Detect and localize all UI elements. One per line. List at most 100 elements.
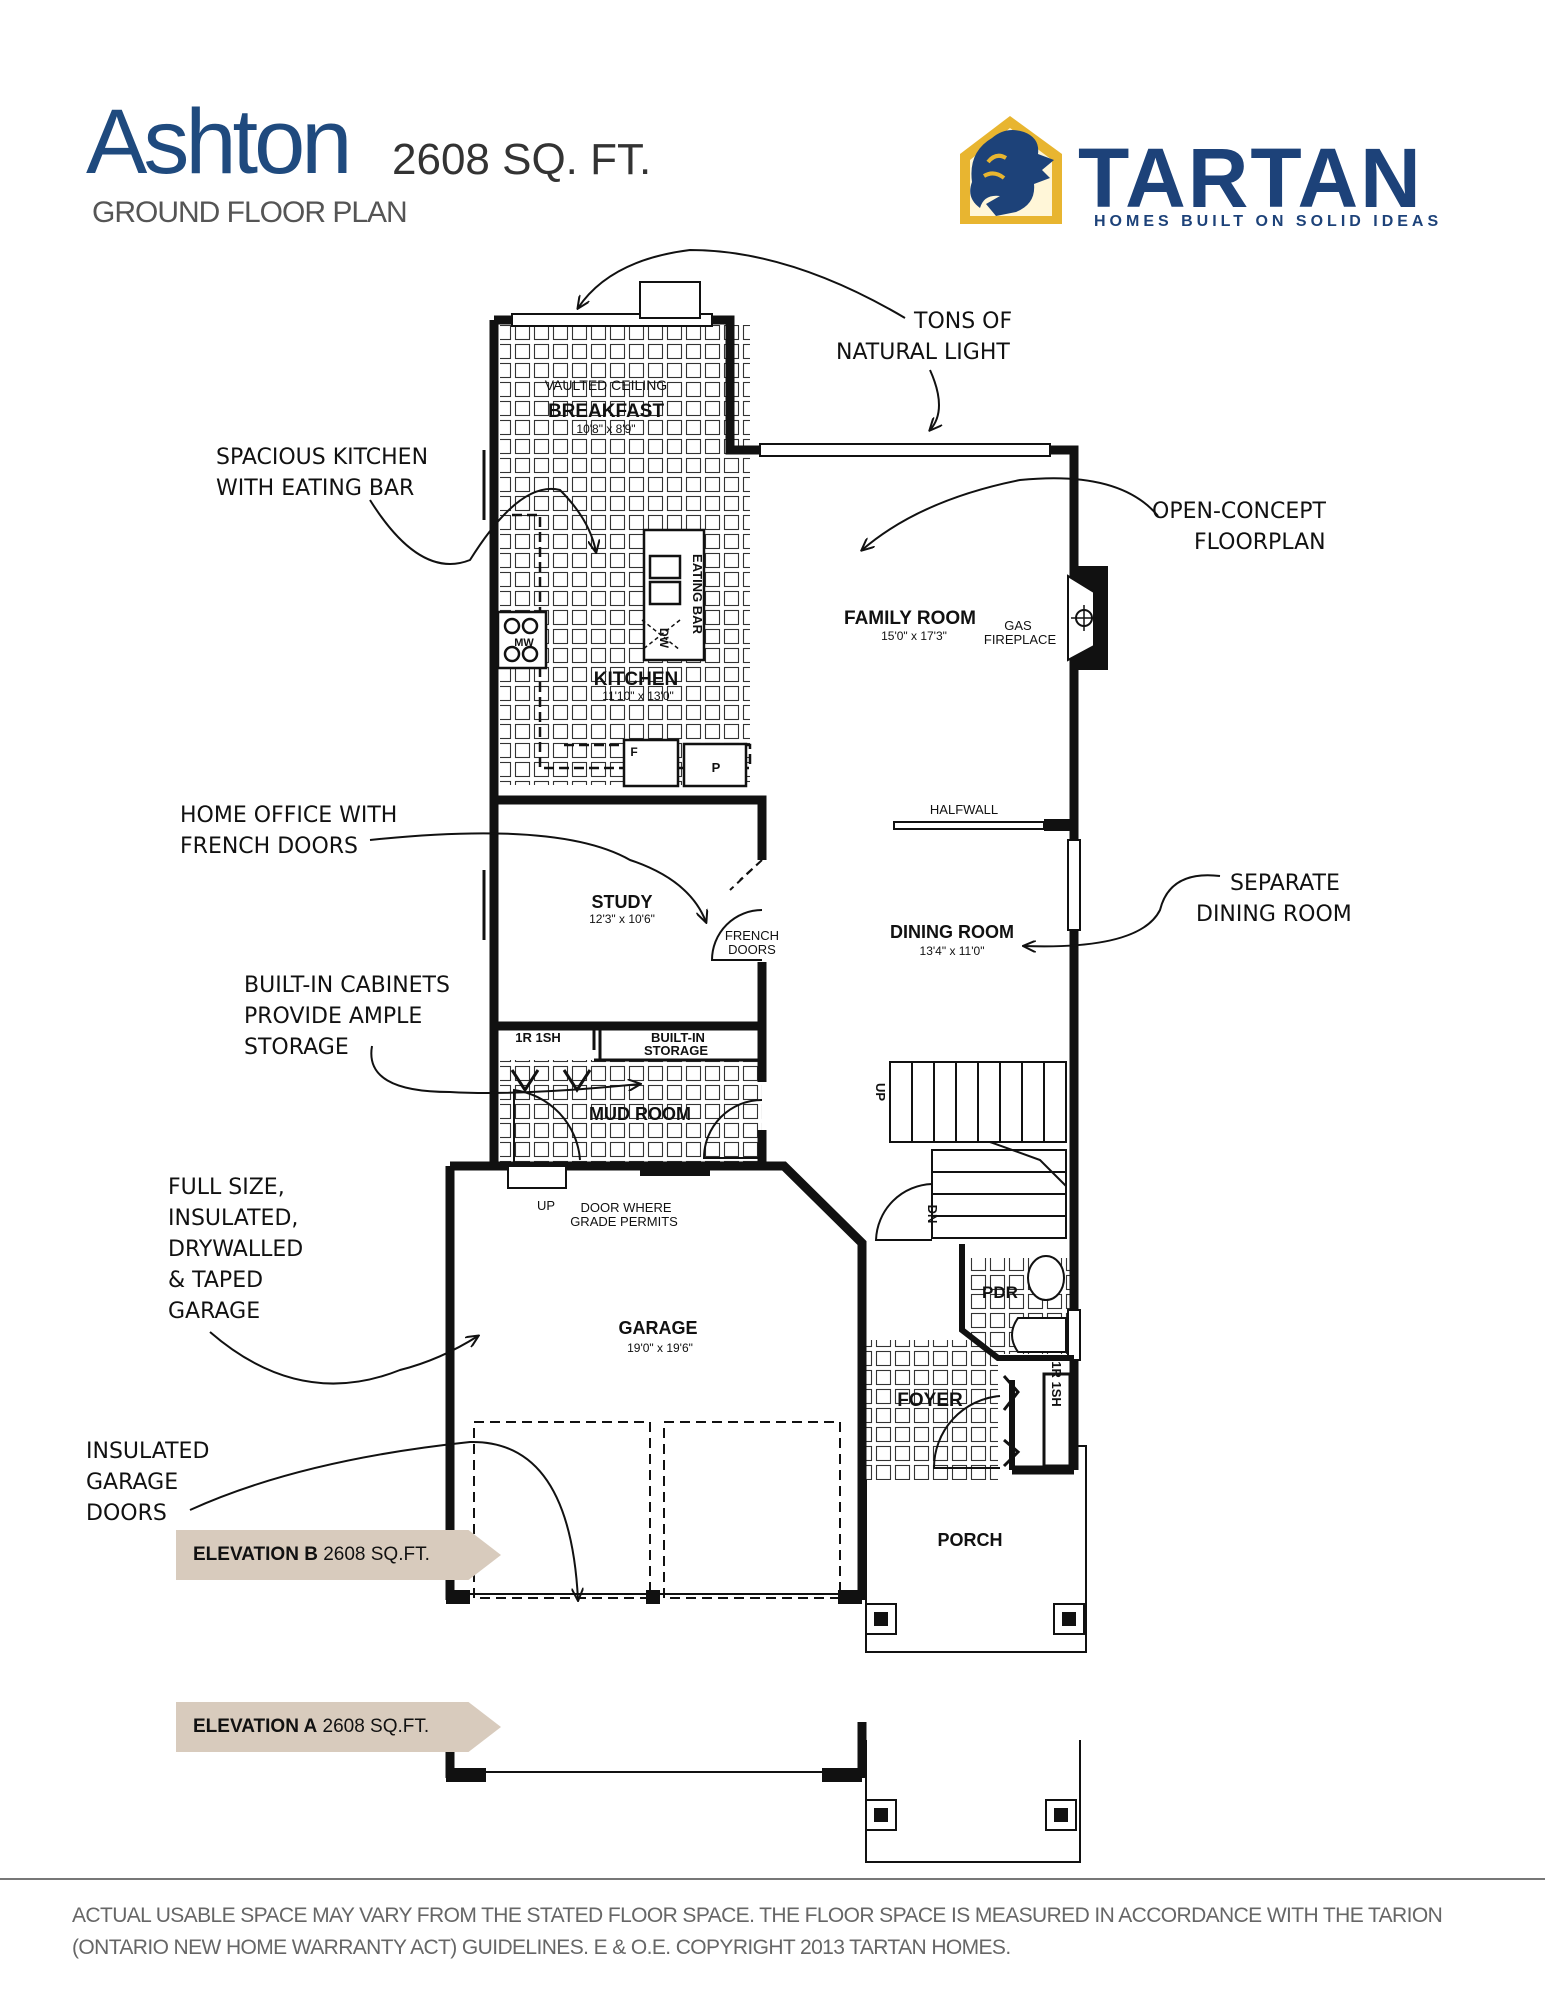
open-concept-arrow bbox=[862, 477, 1159, 550]
french-door-right bbox=[710, 909, 763, 961]
pdr-wall bbox=[959, 1244, 1074, 1361]
mudroom-door bbox=[702, 1099, 763, 1159]
garage-wall-north bbox=[450, 1161, 867, 1600]
callout-line: DINING ROOM bbox=[1196, 902, 1352, 927]
callout-garage-doors: INSULATED GARAGE DOORS bbox=[86, 1436, 209, 1529]
callout-line: INSULATED bbox=[86, 1439, 210, 1464]
breakfast-dims: 10'8" x 8'9" bbox=[576, 422, 635, 436]
callout-dining: SEPARATE DINING ROOM bbox=[1196, 868, 1352, 930]
elevation-b-label: ELEVATION B bbox=[193, 1544, 318, 1565]
eating-bar-label: EATING BAR bbox=[690, 554, 705, 635]
plan-area: 2608 SQ. FT. bbox=[392, 135, 652, 184]
light-arrow-2 bbox=[930, 369, 939, 430]
kitchen-dims: 11'10" x 13'0" bbox=[602, 689, 674, 703]
elevation-a-area: 2608 SQ.FT. bbox=[322, 1716, 430, 1737]
stairs-down-label: DN bbox=[925, 1205, 940, 1224]
fireplace-label-2: FIREPLACE bbox=[984, 632, 1057, 647]
closet-label-mud: 1R 1SH bbox=[515, 1030, 561, 1045]
mudroom-tile bbox=[500, 1060, 762, 1165]
callout-kitchen: SPACIOUS KITCHEN WITH EATING BAR bbox=[216, 442, 428, 504]
garage-doors-arrow bbox=[189, 1440, 578, 1600]
callout-line: SEPARATE bbox=[1230, 871, 1340, 896]
foyer-label: FOYER bbox=[897, 1390, 963, 1411]
callout-line: TONS OF bbox=[914, 309, 1013, 334]
callout-line: INSULATED, bbox=[168, 1206, 299, 1231]
foyer-tile bbox=[866, 1340, 998, 1480]
pdr-window bbox=[1067, 1309, 1081, 1361]
callout-line: SPACIOUS KITCHEN bbox=[216, 445, 429, 470]
garage-label: GARAGE bbox=[618, 1318, 697, 1338]
garage-entry-step bbox=[507, 1165, 567, 1189]
brand-tagline: HOMES BUILT ON SOLID IDEAS bbox=[1094, 213, 1443, 230]
elevation-a-outline bbox=[445, 1722, 1081, 1863]
grade-door-label-1: DOOR WHERE bbox=[581, 1200, 672, 1215]
garage-dims: 19'0" x 19'6" bbox=[627, 1341, 693, 1355]
toilet-icon bbox=[1027, 1255, 1065, 1301]
dining-arrow bbox=[1024, 874, 1221, 946]
study-label: STUDY bbox=[591, 892, 652, 912]
callout-line: HOME OFFICE WITH bbox=[180, 803, 398, 828]
callout-line: FLOORPLAN bbox=[1194, 530, 1326, 555]
garage-door-left bbox=[473, 1421, 651, 1599]
garage-step-label: UP bbox=[537, 1198, 555, 1213]
storage-label-1: BUILT-IN bbox=[651, 1030, 705, 1045]
callout-line: WITH EATING BAR bbox=[216, 476, 415, 501]
french-door-left bbox=[729, 859, 763, 891]
kitchen-counter bbox=[512, 513, 752, 770]
callout-line: GARAGE bbox=[86, 1470, 179, 1495]
callout-line: OPEN-CONCEPT bbox=[1152, 499, 1326, 524]
grade-door bbox=[640, 1162, 710, 1176]
breakfast-label: BREAKFAST bbox=[548, 401, 665, 422]
garage-arrow bbox=[209, 1331, 478, 1385]
pdr-label: PDR bbox=[982, 1283, 1018, 1302]
dining-room-label: DINING ROOM bbox=[890, 922, 1014, 942]
fridge bbox=[622, 738, 680, 788]
footer-divider bbox=[0, 1878, 1545, 1880]
family-room-dims: 15'0" x 17'3" bbox=[881, 629, 947, 643]
storage-label-2: STORAGE bbox=[644, 1043, 708, 1058]
callout-line: STORAGE bbox=[244, 1035, 349, 1060]
brand-name: TARTAN bbox=[1078, 131, 1423, 225]
kitchen-arrow bbox=[369, 487, 596, 565]
grade-door-label-2: GRADE PERMITS bbox=[570, 1214, 678, 1229]
pantry bbox=[682, 742, 748, 788]
elevation-a-label: ELEVATION A bbox=[193, 1716, 318, 1737]
callout-natural-light: TONS OF NATURAL LIGHT bbox=[836, 306, 1013, 368]
stairs-up-label: UP bbox=[873, 1083, 888, 1101]
callout-line: DOORS bbox=[86, 1501, 167, 1526]
foyer-closet bbox=[1042, 1372, 1072, 1468]
porch bbox=[865, 1445, 1087, 1653]
mud-room-label: MUD ROOM bbox=[589, 1104, 691, 1124]
dining-room-dims: 13'4" x 11'0" bbox=[920, 944, 985, 958]
fridge-label: F bbox=[630, 745, 637, 759]
footer-disclaimer: ACTUAL USABLE SPACE MAY VARY FROM THE ST… bbox=[72, 1904, 1443, 1959]
callout-line: & TAPED bbox=[168, 1268, 264, 1293]
callout-line: BUILT-IN CABINETS bbox=[244, 973, 450, 998]
callout-garage: FULL SIZE, INSULATED, DRYWALLED & TAPED … bbox=[168, 1172, 303, 1327]
cabinets-arrow bbox=[370, 1045, 640, 1094]
sink-icon bbox=[1011, 1317, 1067, 1353]
pantry-label: P bbox=[712, 760, 721, 775]
callout-line: PROVIDE AMPLE bbox=[244, 1004, 423, 1029]
garage-door-right bbox=[663, 1421, 841, 1599]
porch-label: PORCH bbox=[937, 1530, 1002, 1550]
callout-line: FRENCH DOORS bbox=[180, 834, 359, 859]
family-room-label: FAMILY ROOM bbox=[844, 608, 976, 629]
dining-window bbox=[1067, 839, 1081, 931]
family-window bbox=[759, 443, 1051, 457]
halfwall bbox=[893, 821, 1045, 830]
kitchen-label: KITCHEN bbox=[594, 669, 678, 690]
sink-2 bbox=[648, 580, 682, 606]
study-wall-north bbox=[494, 795, 767, 860]
breakfast-tile-upper bbox=[500, 325, 730, 445]
light-arrow bbox=[578, 248, 906, 319]
plan-title: Ashton bbox=[86, 91, 352, 193]
callout-office: HOME OFFICE WITH FRENCH DOORS bbox=[180, 800, 397, 862]
callout-line: DRYWALLED bbox=[168, 1237, 304, 1262]
callout-cabinets: BUILT-IN CABINETS PROVIDE AMPLE STORAGE bbox=[244, 970, 450, 1063]
plan-subtitle: GROUND FLOOR PLAN bbox=[92, 196, 408, 229]
sink-1 bbox=[648, 554, 682, 580]
french-doors-label-1: FRENCH bbox=[725, 928, 779, 943]
elevation-b-area: 2608 SQ.FT. bbox=[323, 1544, 430, 1565]
